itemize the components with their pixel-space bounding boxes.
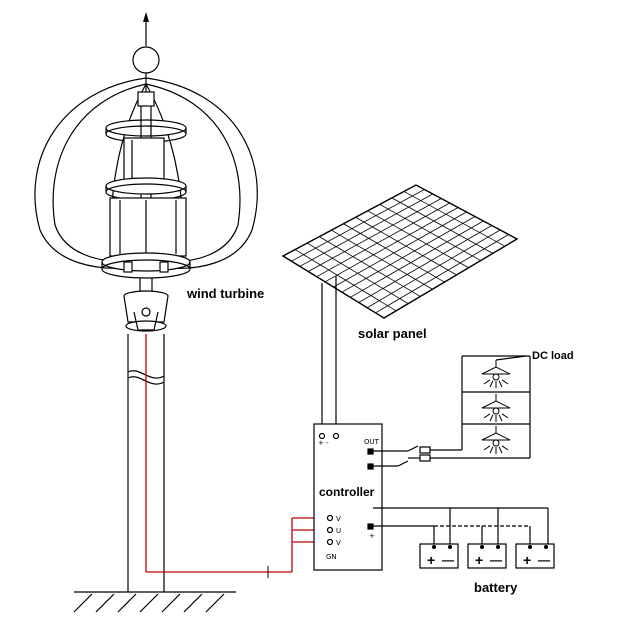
solar-panel-label: solar panel (358, 326, 427, 341)
battery-icon: +— (419, 543, 459, 569)
battery-plus: + (427, 552, 435, 568)
dc-load-label: DC load (532, 350, 574, 362)
solar-panel (281, 184, 519, 319)
battery-icon: +— (467, 543, 507, 569)
battery-minus: — (442, 553, 454, 567)
battery-minus: — (538, 553, 550, 567)
lamp-icon (481, 394, 511, 422)
lamps (481, 360, 511, 454)
battery-plus: + (475, 552, 483, 568)
lamp-icon (481, 426, 511, 454)
controller-label: controller (319, 485, 375, 499)
batteries: +—+—+— (419, 543, 555, 569)
blade-left-outer (34, 77, 147, 269)
wind-turbine (34, 12, 258, 592)
pv-terminal-signs: + - (318, 439, 329, 447)
top-ball (132, 46, 160, 74)
blade-left-inner (52, 83, 147, 263)
controller (313, 423, 383, 571)
phase-3-label: V (336, 539, 341, 547)
wind-turbine-label: wind turbine (186, 286, 264, 301)
blade-right-outer (145, 77, 258, 269)
battery-label: battery (474, 580, 518, 595)
battery-icon: +— (515, 543, 555, 569)
out-terminal-label: OUT (364, 438, 380, 446)
phase-1-label: V (336, 515, 341, 523)
battery-wiring (373, 507, 549, 546)
blade-right-inner (145, 83, 241, 263)
battery-plus: + (523, 552, 531, 568)
lamp-icon (481, 360, 511, 388)
dc-load (373, 355, 531, 467)
turbine-red-wire (145, 334, 328, 573)
battery-minus: — (490, 553, 502, 567)
ground (73, 591, 236, 613)
battery-plus-terminal: + (369, 532, 375, 540)
ground-terminal-label: GN (326, 553, 337, 561)
panel-wires (321, 276, 337, 428)
phase-2-label: U (336, 527, 341, 535)
